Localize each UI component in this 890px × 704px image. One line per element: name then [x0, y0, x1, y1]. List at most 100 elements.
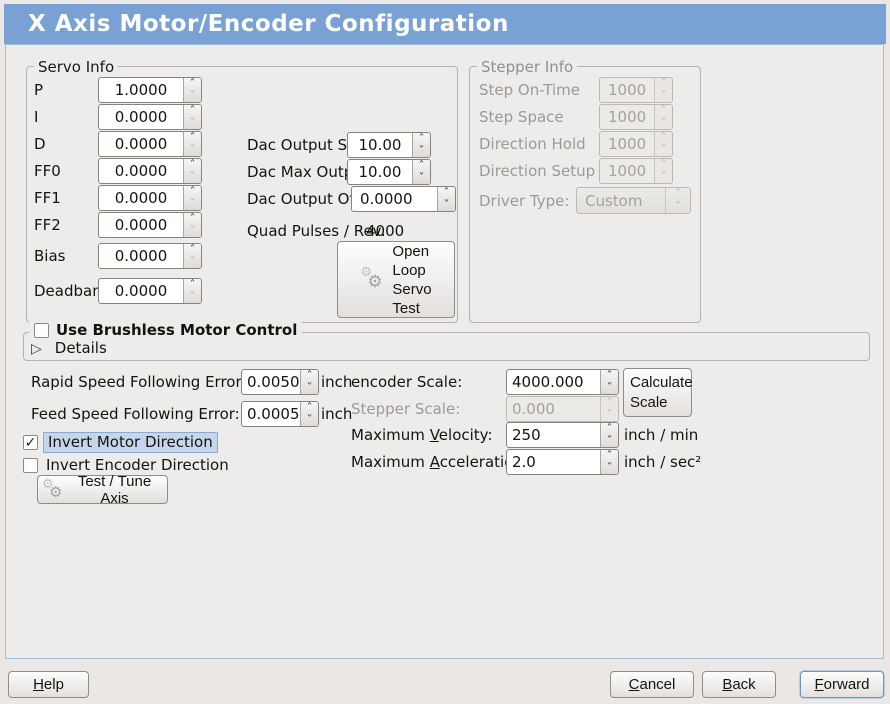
- spin-down-icon[interactable]: ˇ: [189, 197, 196, 211]
- rapid-following-error-unit: inch: [321, 373, 353, 391]
- spin-down-icon[interactable]: ˇ: [189, 143, 196, 157]
- invert-encoder-label[interactable]: Invert Encoder Direction: [46, 456, 229, 474]
- invert-encoder-direction-row[interactable]: Invert Encoder Direction: [23, 457, 229, 474]
- spin-up-icon[interactable]: ˆ: [418, 159, 425, 173]
- spin-down-icon[interactable]: ˇ: [606, 381, 613, 395]
- spin-down-icon[interactable]: ˇ: [606, 461, 613, 475]
- spin-down-icon[interactable]: ˇ: [306, 413, 313, 427]
- spin-down-icon[interactable]: ˇ: [306, 381, 313, 395]
- spin-up-icon[interactable]: ˆ: [606, 449, 613, 463]
- spin-down-icon[interactable]: ˇ: [189, 255, 196, 269]
- spin-up-icon[interactable]: ˆ: [189, 243, 196, 257]
- spin-up-icon[interactable]: ˆ: [189, 131, 196, 145]
- invert-motor-label[interactable]: Invert Motor Direction: [43, 432, 218, 453]
- stepper-info-frame: [469, 66, 701, 323]
- brushless-label[interactable]: Use Brushless Motor Control: [56, 321, 298, 339]
- maximum-acceleration-label: Maximum Acceleration:: [351, 453, 528, 471]
- spin-down-icon[interactable]: ˇ: [443, 198, 450, 212]
- spin-up-icon[interactable]: ˆ: [189, 212, 196, 226]
- spin-up-icon[interactable]: ˆ: [189, 185, 196, 199]
- expander-arrow-icon[interactable]: ▷: [31, 340, 42, 357]
- maximum-velocity-unit: inch / min: [624, 426, 699, 444]
- spin-up-icon[interactable]: ˆ: [443, 186, 450, 200]
- spin-up-icon: ˆ: [606, 396, 613, 410]
- spin-up-icon[interactable]: ˆ: [189, 104, 196, 118]
- spin-down-icon[interactable]: ˇ: [189, 290, 196, 304]
- help-button[interactable]: Help: [8, 671, 89, 698]
- forward-button[interactable]: Forward: [800, 671, 884, 698]
- brushless-legend: Use Brushless Motor Control: [29, 321, 303, 339]
- servo-info-legend: Servo Info: [34, 58, 119, 76]
- servo-label-d: D: [34, 135, 46, 153]
- servo-label-ff0: FF0: [34, 162, 61, 180]
- invert-motor-checkbox[interactable]: ✓: [23, 434, 38, 451]
- maximum-velocity-label: Maximum Velocity:: [351, 426, 493, 444]
- spin-down-icon[interactable]: ˇ: [189, 170, 196, 184]
- cancel-button[interactable]: Cancel: [610, 671, 694, 698]
- spin-up-icon[interactable]: ˆ: [189, 158, 196, 172]
- spin-up-icon[interactable]: ˆ: [306, 369, 313, 383]
- open-loop-servo-test-button[interactable]: ⚙⚙ Open Loop Servo Test: [337, 241, 455, 318]
- spin-down-icon[interactable]: ˇ: [189, 224, 196, 238]
- servo-label-i: I: [34, 108, 39, 126]
- maximum-acceleration-unit: inch / sec²: [624, 453, 702, 471]
- spin-up-icon: ˆ: [660, 158, 667, 172]
- spin-up-icon[interactable]: ˆ: [189, 278, 196, 292]
- spin-down-icon: ˇ: [660, 116, 667, 130]
- encoder-scale-label: encoder Scale:: [351, 373, 463, 391]
- spin-down-icon[interactable]: ˇ: [189, 89, 196, 103]
- servo-label-bias: Bias: [34, 247, 66, 265]
- spin-down-icon[interactable]: ˇ: [606, 434, 613, 448]
- brushless-checkbox[interactable]: [34, 323, 49, 338]
- details-label[interactable]: Details: [54, 339, 107, 357]
- spin-down-icon[interactable]: ˇ: [418, 171, 425, 185]
- page-title: X Axis Motor/Encoder Configuration: [28, 11, 509, 37]
- spin-down-icon[interactable]: ˇ: [418, 144, 425, 158]
- stepper-scale-label: Stepper Scale:: [351, 400, 461, 418]
- servo-label-ff1: FF1: [34, 189, 61, 207]
- spin-up-icon[interactable]: ˆ: [606, 422, 613, 436]
- step-space-label: Step Space: [479, 108, 564, 126]
- details-expander[interactable]: ▷ Details: [31, 340, 107, 357]
- spin-down-icon: ˇ: [660, 143, 667, 157]
- step-on-time-label: Step On-Time: [479, 81, 580, 99]
- invert-encoder-checkbox[interactable]: [23, 458, 38, 473]
- spin-up-icon[interactable]: ˆ: [189, 77, 196, 91]
- spin-down-icon[interactable]: ˇ: [189, 116, 196, 130]
- spin-up-icon[interactable]: ˆ: [418, 132, 425, 146]
- test-tune-axis-button[interactable]: ⚙⚙ Test / Tune Axis: [37, 473, 168, 507]
- spin-up-icon[interactable]: ˆ: [306, 401, 313, 415]
- invert-motor-direction-row[interactable]: ✓ Invert Motor Direction: [23, 432, 218, 453]
- gears-icon: ⚙⚙: [360, 263, 383, 291]
- stepper-info-legend: Stepper Info: [477, 58, 578, 76]
- spin-up-icon: ˆ: [660, 131, 667, 145]
- gears-icon: ⚙⚙: [42, 475, 63, 501]
- calculate-scale-button[interactable]: Calculate Scale: [623, 368, 693, 417]
- feed-following-error-unit: inch: [321, 405, 353, 423]
- back-button[interactable]: Back: [702, 671, 776, 698]
- spin-up-icon[interactable]: ˆ: [606, 369, 613, 383]
